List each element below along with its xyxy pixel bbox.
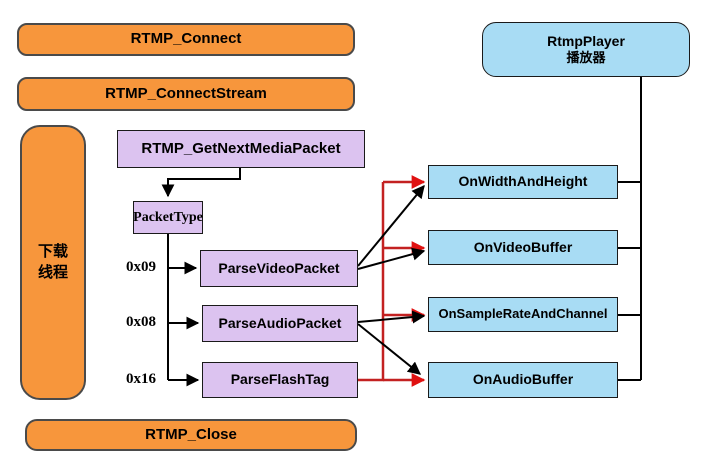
rtmp-connectstream-label: RTMP_ConnectStream: [105, 84, 267, 102]
parseflashtag-label: ParseFlashTag: [230, 371, 330, 388]
onaudiobuffer-box: OnAudioBuffer: [428, 362, 618, 398]
red-bus-spine: [358, 182, 385, 382]
packettype-box: PacketType: [133, 201, 203, 234]
branch-label-0x16: 0x16: [126, 371, 156, 387]
rtmp-connect-label: RTMP_Connect: [130, 30, 242, 48]
parseaudiopacket-box: ParseAudioPacket: [202, 305, 358, 342]
download-thread-box: 下载 线程: [20, 125, 86, 400]
parseaudiopacket-label: ParseAudioPacket: [218, 314, 342, 331]
rtmpplayer-label-line2: 播放器: [566, 50, 606, 66]
download-thread-label-line1: 下载: [37, 243, 68, 261]
red-bus-parseflashtag: [358, 175, 426, 387]
rtmp-close-box: RTMP_Close: [25, 419, 357, 451]
rtmp-connect-box: RTMP_Connect: [17, 23, 355, 56]
parsevideopacket-box: ParseVideoPacket: [200, 250, 358, 287]
onvideobuffer-label: OnVideoBuffer: [473, 238, 573, 255]
rtmpplayer-box: RtmpPlayer 播放器: [482, 22, 690, 77]
onsamplerateandchannel-label: OnSampleRateAndChannel: [438, 306, 608, 322]
rtmpplayer-label-line1: RtmpPlayer: [547, 32, 625, 49]
rtmp-getnextmediapacket-box: RTMP_GetNextMediaPacket: [117, 130, 365, 168]
rtmp-connectstream-box: RTMP_ConnectStream: [17, 77, 355, 111]
parsevideopacket-label: ParseVideoPacket: [218, 259, 340, 276]
arrow-getnextmediapacket-to-packettype: [161, 168, 241, 198]
parseflashtag-box: ParseFlashTag: [202, 362, 358, 398]
download-thread-label-line2: 线程: [37, 263, 68, 281]
arrow-parsevideo-to-onwidthandheight: [357, 184, 425, 267]
onaudiobuffer-label: OnAudioBuffer: [472, 371, 574, 388]
packettype-label: PacketType: [133, 209, 203, 225]
arrow-parsevideo-to-onvideobuffer: [357, 247, 426, 270]
onvideobuffer-box: OnVideoBuffer: [428, 230, 618, 265]
arrow-parseaudio-to-onsamplerate: [357, 310, 426, 324]
rtmp-close-label: RTMP_Close: [145, 425, 237, 443]
branch-label-0x09: 0x09: [126, 259, 156, 275]
black-connectors: [161, 77, 642, 387]
branch-label-0x08: 0x08: [126, 314, 156, 330]
onsamplerateandchannel-box: OnSampleRateAndChannel: [428, 297, 618, 332]
rtmp-getnextmediapacket-label: RTMP_GetNextMediaPacket: [141, 139, 341, 157]
onwidthandheight-box: OnWidthAndHeight: [428, 165, 618, 199]
onwidthandheight-label: OnWidthAndHeight: [458, 173, 588, 190]
arrow-parseaudio-to-onaudiobuffer: [357, 323, 422, 375]
